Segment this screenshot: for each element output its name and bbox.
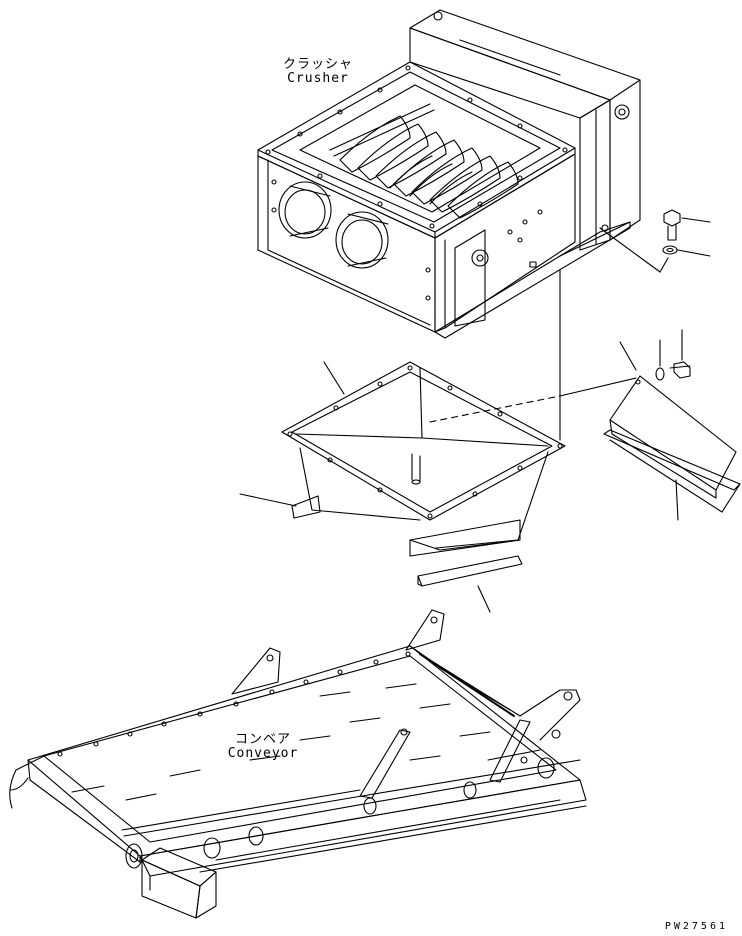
drawing-code: PW27561 — [664, 921, 728, 932]
hopper-chute — [240, 362, 565, 556]
bearing-hub-right — [336, 212, 388, 268]
conveyor-assembly — [10, 610, 586, 918]
crusher-assembly — [258, 10, 640, 338]
conveyor-label-jp: コンベア — [234, 732, 291, 747]
bearing-hub-left — [279, 182, 331, 238]
rubber-strip-lower — [418, 556, 522, 612]
side-cover-plate — [604, 342, 740, 520]
bolt-side — [656, 330, 690, 380]
conveyor-label: コンベア Conveyor — [218, 732, 308, 762]
cutter-discs — [330, 104, 518, 218]
crusher-label-en: Crusher — [287, 71, 349, 87]
conveyor-label-en: Conveyor — [227, 746, 299, 762]
crusher-label: クラッシャ Crusher — [278, 57, 358, 87]
crusher-label-jp: クラッシャ — [282, 57, 353, 72]
bolt-upper — [664, 210, 710, 240]
washer-upper — [663, 246, 710, 256]
